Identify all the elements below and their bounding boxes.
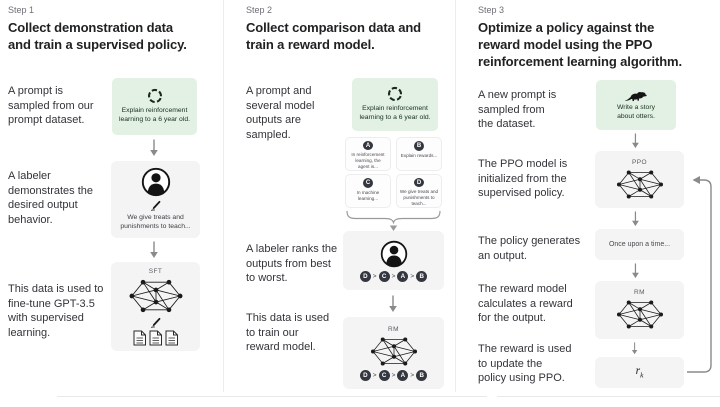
output-sample-a: A In reinforcement learning, the agent i… [345, 137, 391, 171]
sft-model-box: SFT [111, 262, 200, 351]
bottom-divider [57, 396, 487, 397]
reward-model-label: RM [388, 325, 399, 333]
arrow-down-icon [388, 295, 398, 313]
arrow-down-icon [149, 139, 159, 157]
step3-prompt-text: A new prompt is sampled from the dataset… [478, 89, 557, 131]
ppo-model-label: PPO [632, 158, 647, 166]
output-letter-badge: C [363, 178, 373, 188]
step1-prompt-text: A prompt is sampled from our prompt data… [8, 85, 94, 127]
rank-separator: > [372, 371, 377, 379]
policy-output-sample: Once upon a time... [608, 241, 671, 248]
step1-labeler-text: A labeler demonstrates the desired outpu… [8, 170, 93, 226]
otter-icon [624, 89, 648, 102]
output-sample-text: Explain rewards... [400, 153, 438, 158]
output-letter-badge: A [363, 141, 373, 151]
step3-reward-text: The reward model calculates a reward for… [478, 283, 573, 325]
output-sample-d: D We give treats and punishments to teac… [396, 174, 442, 208]
step2-rank-text: A labeler ranks the outputs from best to… [246, 243, 338, 285]
policy-output-box: Once upon a time... [595, 229, 684, 260]
arrow-down-icon [631, 211, 640, 227]
reward-value-symbol: rk [635, 365, 644, 380]
arrow-down-icon [149, 241, 159, 259]
rank-badge: D [359, 270, 371, 282]
output-sample-b: B Explain rewards... [396, 137, 442, 171]
step3-ppo-text: The PPO model is initialized from the su… [478, 158, 568, 200]
pencil-icon [150, 200, 162, 211]
documents-icon [133, 330, 179, 346]
neural-network-icon [616, 298, 664, 331]
reward-model-label: RM [634, 289, 645, 296]
step3-prompt-box: Write a story about otters. [596, 80, 676, 130]
sft-model-label: SFT [148, 267, 163, 275]
column-divider [223, 0, 224, 392]
step3-heading: Optimize a policy against the reward mod… [478, 20, 683, 70]
arrow-down-icon [631, 263, 640, 279]
cycle-icon [387, 86, 403, 102]
rank-separator: > [410, 371, 415, 379]
pencil-icon [150, 317, 162, 328]
step2-train-text: This data is used to train our reward mo… [246, 312, 330, 354]
labeler-person-icon [141, 167, 171, 197]
brace-arrow-icon [345, 210, 442, 232]
reward-model-box: RM [595, 281, 684, 339]
output-sample-c: C In machine learning... [345, 174, 391, 208]
prompt-box-text: Explain reinforcement learning to a 6 ye… [118, 107, 191, 123]
rank-badge: C [378, 369, 390, 381]
step3-label: Step 3 [478, 5, 505, 15]
rank-separator: > [410, 272, 415, 280]
rank-badge: A [397, 270, 409, 282]
step1-prompt-box: Explain reinforcement learning to a 6 ye… [112, 78, 197, 135]
step1-heading: Collect demonstration data and train a s… [8, 20, 187, 53]
arrow-down-icon [631, 133, 640, 149]
bottom-divider [497, 396, 720, 397]
reward-value-box: rk [595, 357, 684, 388]
step2-ranker-box: D > C > A > B [343, 231, 444, 290]
rank-badge: C [378, 270, 390, 282]
arrow-down-icon [631, 342, 638, 355]
step2-prompt-text: A prompt and several model outputs are s… [246, 85, 315, 141]
rank-badge: B [416, 369, 428, 381]
step2-label: Step 2 [246, 5, 273, 15]
neural-network-icon [128, 277, 184, 315]
step3-update-text: The reward is used to update the policy … [478, 343, 572, 385]
reward-model-box: RM D > C > A > B [343, 317, 444, 389]
rank-badge: B [416, 270, 428, 282]
output-letter-badge: D [414, 178, 424, 188]
rank-badge: D [359, 369, 371, 381]
output-sample-text: In machine learning... [356, 190, 380, 201]
cycle-icon [147, 88, 163, 104]
rank-separator: > [391, 371, 396, 379]
output-ranking: D > C > A > B [359, 369, 428, 381]
labeler-person-icon [380, 240, 408, 268]
step3-output-text: The policy generates an output. [478, 235, 581, 262]
ppo-model-box: PPO [595, 151, 684, 208]
prompt-box-text: Write a story about otters. [616, 103, 656, 120]
prompt-box-text: Explain reinforcement learning to a 6 ye… [359, 105, 431, 121]
step1-label: Step 1 [8, 5, 35, 15]
output-sample-text: In reinforcement learning, the agent is.… [351, 152, 385, 170]
neural-network-icon [616, 168, 664, 201]
column-divider [455, 0, 456, 392]
labeler-box-text: We give treats and punishments to teach.… [120, 214, 191, 230]
step2-heading: Collect comparison data and train a rewa… [246, 20, 422, 53]
step1-finetune-text: This data is used to fine-tune GPT-3.5 w… [8, 283, 104, 339]
rank-separator: > [372, 272, 377, 280]
output-ranking: D > C > A > B [359, 270, 428, 282]
output-letter-badge: B [414, 141, 424, 151]
neural-network-icon [370, 335, 418, 368]
rank-separator: > [391, 272, 396, 280]
output-sample-text: We give treats and punishments to teach.… [399, 189, 439, 207]
rank-badge: A [397, 369, 409, 381]
step2-prompt-box: Explain reinforcement learning to a 6 ye… [352, 78, 438, 131]
step1-labeler-box: We give treats and punishments to teach.… [111, 161, 200, 238]
